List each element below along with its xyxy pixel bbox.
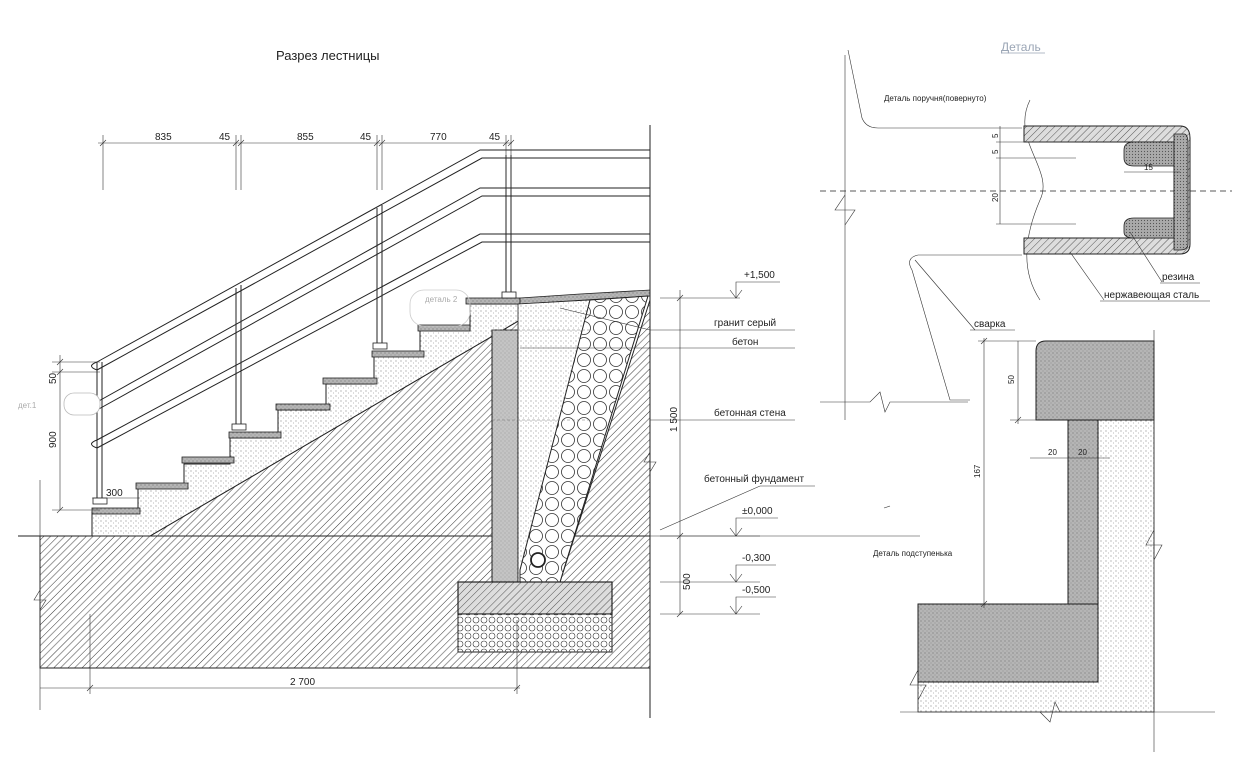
callout-leaders bbox=[520, 307, 815, 531]
detail1-bubble[interactable] bbox=[63, 392, 101, 416]
steel-leader bbox=[1069, 251, 1105, 301]
riser-dims bbox=[978, 337, 1110, 608]
riser-dim-20a: 20 bbox=[1048, 448, 1057, 457]
detail1-label: дет.1 bbox=[18, 401, 37, 410]
dim-835: 835 bbox=[155, 132, 172, 143]
welding-label: сварка bbox=[974, 319, 1006, 330]
dim-height-500: 500 bbox=[682, 573, 693, 590]
handrail-dim-15: 15 bbox=[1144, 163, 1153, 172]
dim-45-c: 45 bbox=[489, 132, 501, 143]
riser-break-right bbox=[1145, 529, 1163, 561]
handrail-detail-title: Деталь поручня(повернуто) bbox=[884, 94, 987, 103]
bottom-break-line bbox=[820, 391, 968, 413]
level-dimensions bbox=[660, 281, 780, 618]
dim-2700: 2 700 bbox=[290, 677, 315, 688]
riser-break-left bbox=[909, 669, 927, 701]
left-dimension-chain bbox=[52, 355, 100, 514]
riser-plate bbox=[1067, 419, 1099, 605]
dim-tread-300: 300 bbox=[106, 488, 123, 499]
handrail-steel-profile bbox=[1023, 125, 1191, 255]
detail2-label: деталь 2 bbox=[425, 295, 458, 304]
riser-dim-50: 50 bbox=[1007, 375, 1016, 384]
riser-break-bottom bbox=[1039, 701, 1061, 723]
handrail-dim-5a: 5 bbox=[991, 133, 1000, 138]
handrail-inner-dims bbox=[996, 126, 1180, 225]
handrail-break-mark bbox=[834, 194, 856, 226]
bottom-dimension bbox=[40, 614, 521, 694]
handrail-dim-20: 20 bbox=[991, 193, 1000, 202]
callout-concrete-wall: бетонная стена bbox=[714, 407, 786, 419]
break-mark-left bbox=[33, 589, 47, 611]
riser-dim-20b: 20 bbox=[1078, 448, 1087, 457]
break-mark-right bbox=[643, 451, 657, 473]
callout-concrete-foundation: бетонный фундамент bbox=[704, 473, 804, 485]
handrail-dim-5b: 5 bbox=[991, 149, 1000, 154]
dim-left-50: 50 bbox=[48, 372, 59, 384]
concrete-foundation bbox=[457, 581, 613, 615]
callout-concrete: бетон bbox=[732, 336, 758, 348]
handrail bbox=[91, 149, 650, 505]
handrail-rubber-bottom bbox=[1123, 217, 1175, 239]
rubber-label: резина bbox=[1162, 272, 1195, 283]
dim-45-a: 45 bbox=[219, 132, 231, 143]
drain-pipe bbox=[530, 552, 546, 568]
level-minus-300: -0,300 bbox=[742, 553, 771, 564]
detail2-bubble[interactable] bbox=[409, 289, 471, 327]
dim-855: 855 bbox=[297, 132, 314, 143]
top-dimension-chain bbox=[98, 135, 515, 190]
welding-leader bbox=[914, 259, 976, 331]
granite-treads bbox=[91, 297, 521, 515]
level-plus-1500: +1,500 bbox=[744, 270, 775, 281]
handrail-rubber-right bbox=[1173, 133, 1189, 251]
riser-tread-granite bbox=[1035, 340, 1155, 421]
dim-770: 770 bbox=[430, 132, 447, 143]
detail-title-link[interactable]: Деталь bbox=[1001, 40, 1041, 54]
steel-label: нержавеющая сталь bbox=[1104, 290, 1199, 301]
gravel-base bbox=[457, 613, 613, 653]
level-minus-500: -0,500 bbox=[742, 585, 771, 596]
callout-granite: гранит серый bbox=[714, 318, 776, 329]
handrail-leader-bottom bbox=[909, 254, 1022, 401]
handrail-leader-top bbox=[847, 49, 1022, 129]
dim-45-b: 45 bbox=[360, 132, 372, 143]
concrete-wall bbox=[491, 329, 519, 583]
riser-dim-167: 167 bbox=[973, 464, 982, 478]
riser-lower-tread bbox=[917, 603, 1099, 683]
dim-height-1500: 1 500 bbox=[669, 407, 680, 432]
level-zero: ±0,000 bbox=[742, 506, 773, 517]
rubber-leader bbox=[1129, 231, 1163, 283]
stray-mark bbox=[883, 505, 891, 509]
riser-detail-title: Деталь подступенька bbox=[873, 549, 953, 558]
section-title: Разрез лестницы bbox=[276, 48, 380, 63]
dim-left-900: 900 bbox=[48, 431, 59, 448]
